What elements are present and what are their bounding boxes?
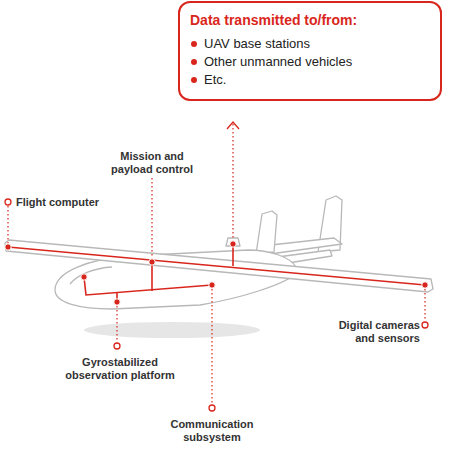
component-dot — [114, 299, 120, 305]
component-dot — [230, 241, 236, 247]
leader-line — [7, 206, 8, 243]
component-dot — [149, 259, 155, 265]
tail-fin — [256, 211, 277, 254]
info-box: Data transmitted to/from: UAV base statio… — [178, 1, 442, 101]
data-link-line — [232, 124, 233, 238]
component-dot — [81, 274, 87, 280]
wing — [5, 240, 433, 292]
component-dot — [422, 282, 428, 288]
leader-end — [114, 343, 120, 349]
arrow-head — [227, 122, 239, 129]
leader-end — [422, 322, 428, 328]
leader-line — [116, 306, 117, 342]
bullet-item: Etc. — [190, 71, 428, 89]
leader-end — [5, 199, 11, 205]
part-label: Communication subsystem — [152, 418, 272, 444]
part-label: Digital cameras and sensors — [322, 319, 420, 345]
component-dot — [209, 282, 215, 288]
box-heading: Data transmitted to/from: — [190, 11, 428, 29]
wiring — [151, 262, 153, 291]
leader-line — [424, 289, 425, 321]
wiring — [84, 277, 212, 295]
canopy — [70, 267, 112, 284]
leader-line — [151, 178, 152, 258]
part-label: Flight computer — [16, 196, 126, 209]
bullet-item: Other unmanned vehicles — [190, 53, 428, 71]
leader-line — [211, 289, 212, 404]
component-dot — [5, 244, 11, 250]
ground-shadow — [84, 322, 260, 338]
part-label: Gyrostabilized observation platform — [60, 356, 180, 382]
part-label: Mission and payload control — [107, 150, 197, 176]
leader-end — [209, 405, 215, 411]
bullet-item: UAV base stations — [190, 35, 428, 53]
wiring — [8, 247, 425, 285]
